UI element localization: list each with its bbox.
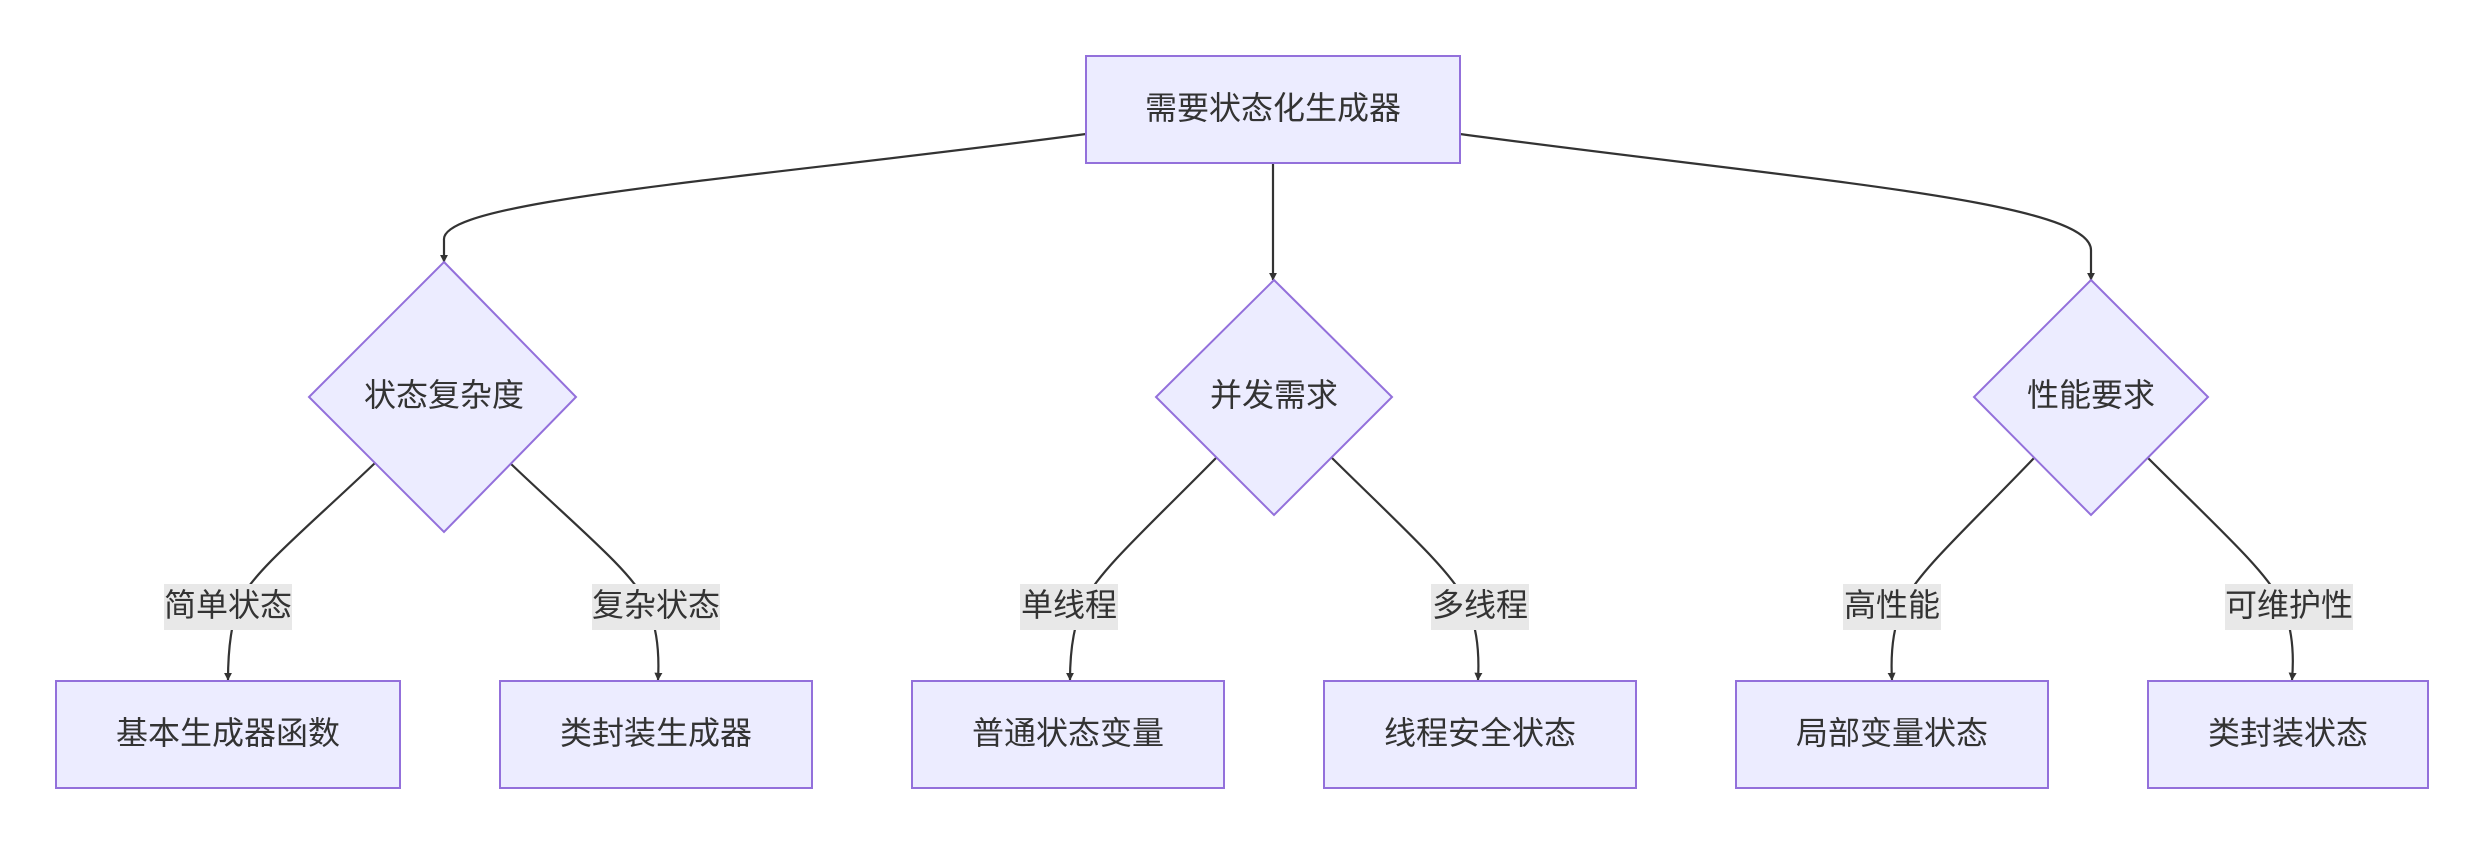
- leaf-basic-generator-function-label: 基本生成器函数: [116, 714, 340, 752]
- leaf-thread-safe-state-label: 线程安全状态: [1384, 714, 1576, 752]
- edge-label-maintainability-text: 可维护性: [2225, 586, 2353, 624]
- edge-label-multi-thread-text: 多线程: [1432, 586, 1528, 624]
- leaf-local-variable-state: 局部变量状态: [1735, 680, 2049, 789]
- edge-root-to-performance: [1459, 132, 2095, 281]
- edge-concurrency-to-plain: [1066, 457, 1217, 681]
- leaf-class-wrapped-state-label: 类封装状态: [2208, 714, 2368, 752]
- edge-label-complex-state-text: 复杂状态: [592, 586, 720, 624]
- edge-performance-to-local: [1887, 457, 2035, 681]
- edge-label-high-performance-text: 高性能: [1844, 586, 1940, 624]
- decision-performance: 性能要求: [1972, 278, 2210, 517]
- edge-label-single-thread: 单线程: [1020, 584, 1118, 630]
- edge-label-single-thread-text: 单线程: [1021, 586, 1117, 624]
- edge-label-multi-thread: 多线程: [1431, 584, 1529, 630]
- decision-concurrency-label: 并发需求: [1210, 376, 1338, 414]
- leaf-class-wrapped-generator-label: 类封装生成器: [560, 714, 752, 752]
- edge-label-high-performance: 高性能: [1843, 584, 1941, 630]
- root-node-label: 需要状态化生成器: [1145, 89, 1401, 127]
- edge-label-maintainability: 可维护性: [2225, 584, 2353, 630]
- leaf-local-variable-state-label: 局部变量状态: [1796, 714, 1988, 752]
- leaf-plain-state-variable: 普通状态变量: [911, 680, 1225, 789]
- edge-complexity-to-basic: [224, 462, 376, 681]
- leaf-basic-generator-function: 基本生成器函数: [55, 680, 401, 789]
- edge-complexity-to-class: [509, 462, 663, 681]
- decision-performance-label: 性能要求: [2027, 376, 2155, 414]
- leaf-class-wrapped-state: 类封装状态: [2147, 680, 2429, 789]
- leaf-thread-safe-state: 线程安全状态: [1323, 680, 1637, 789]
- leaf-class-wrapped-generator: 类封装生成器: [499, 680, 813, 789]
- decision-concurrency: 并发需求: [1154, 278, 1394, 517]
- root-node: 需要状态化生成器: [1085, 55, 1461, 164]
- edge-concurrency-to-threadsafe: [1331, 457, 1483, 681]
- edge-label-complex-state: 复杂状态: [592, 584, 720, 630]
- edge-root-to-complexity: [440, 132, 1087, 263]
- decision-state-complexity-label: 状态复杂度: [364, 376, 524, 414]
- edge-label-simple-state: 简单状态: [164, 584, 292, 630]
- leaf-plain-state-variable-label: 普通状态变量: [972, 714, 1164, 752]
- edge-label-simple-state-text: 简单状态: [164, 586, 292, 624]
- decision-state-complexity: 状态复杂度: [307, 260, 578, 534]
- edge-performance-to-classstate: [2147, 457, 2297, 681]
